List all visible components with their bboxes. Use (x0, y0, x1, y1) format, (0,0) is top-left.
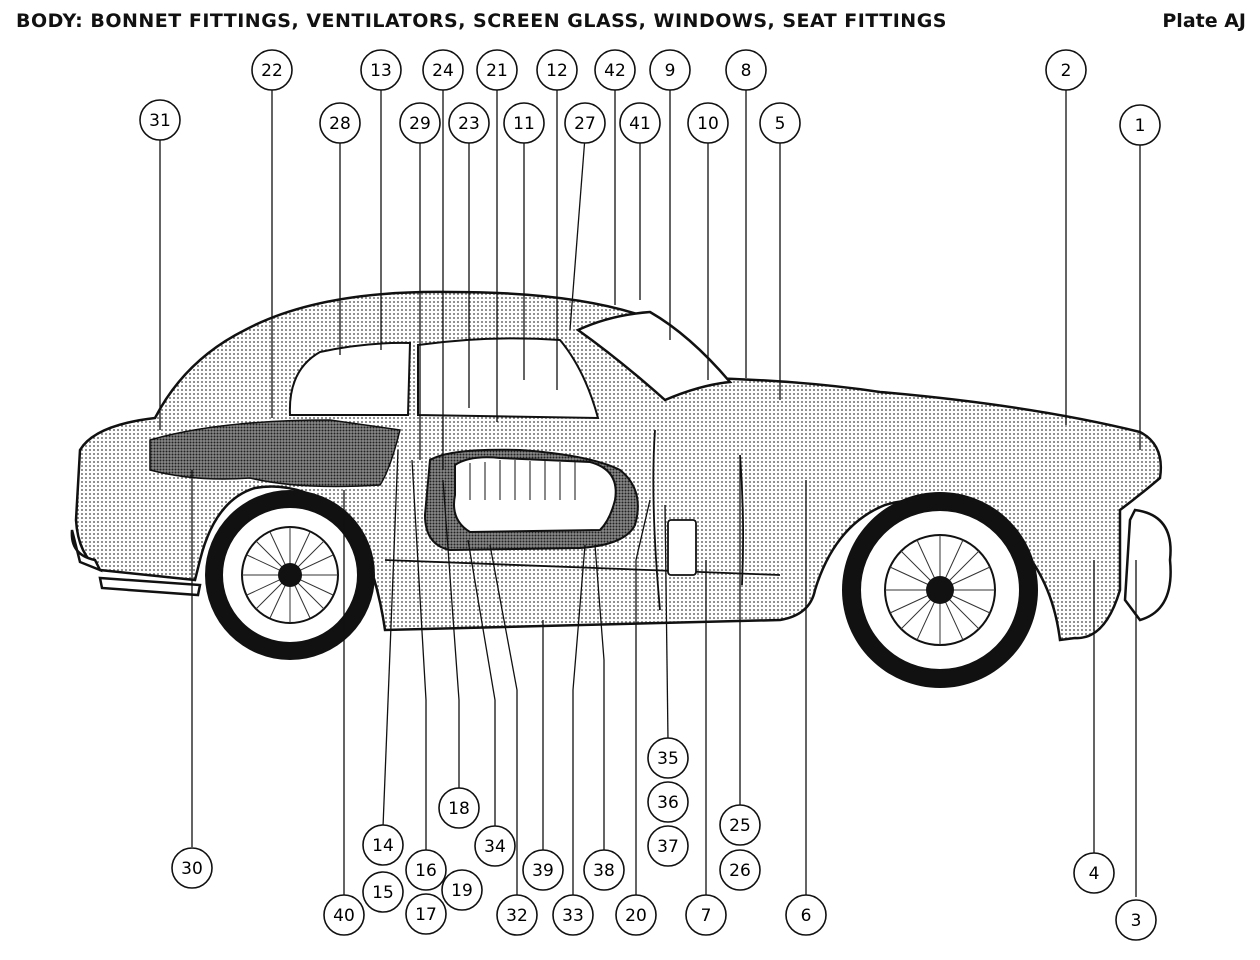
callout-label: 28 (329, 114, 351, 134)
callout-21: 21 (476, 49, 518, 91)
callout-label: 41 (629, 114, 651, 134)
callout-label: 39 (532, 861, 554, 881)
callout-label: 42 (604, 61, 626, 81)
callout-label: 11 (513, 114, 535, 134)
callout-13: 13 (360, 49, 402, 91)
callout-7: 7 (685, 894, 727, 936)
callout-35: 35 (647, 737, 689, 779)
callout-label: 35 (657, 749, 679, 769)
callout-33: 33 (552, 894, 594, 936)
callout-label: 20 (625, 906, 647, 926)
callout-9: 9 (649, 49, 691, 91)
callout-42: 42 (594, 49, 636, 91)
callout-label: 10 (697, 114, 719, 134)
callout-18: 18 (438, 787, 480, 829)
callout-label: 16 (415, 861, 437, 881)
callout-label: 14 (372, 836, 394, 856)
callout-2: 2 (1045, 49, 1087, 91)
callout-34: 34 (474, 825, 516, 867)
callout-8: 8 (725, 49, 767, 91)
leader-lines (159, 87, 1141, 897)
callout-25: 25 (719, 804, 761, 846)
callout-36: 36 (647, 781, 689, 823)
callout-label: 26 (729, 861, 751, 881)
callout-label: 9 (665, 61, 676, 81)
callout-27: 27 (564, 102, 606, 144)
callout-16: 16 (405, 849, 447, 891)
front-wheel (842, 492, 1038, 688)
callout-3: 3 (1115, 899, 1157, 941)
callout-label: 24 (432, 61, 454, 81)
callout-17: 17 (405, 893, 447, 935)
callout-label: 3 (1131, 911, 1142, 931)
callout-14: 14 (362, 824, 404, 866)
callout-32: 32 (496, 894, 538, 936)
rear-wheel (205, 490, 375, 660)
callout-28: 28 (319, 102, 361, 144)
callout-label: 6 (801, 906, 812, 926)
callout-19: 19 (441, 869, 483, 911)
callout-label: 33 (562, 906, 584, 926)
callout-26: 26 (719, 849, 761, 891)
callout-label: 34 (484, 837, 506, 857)
callout-6: 6 (785, 894, 827, 936)
callout-label: 18 (448, 799, 470, 819)
callout-4: 4 (1073, 852, 1115, 894)
seat-pleats (469, 460, 576, 500)
callout-1: 1 (1119, 104, 1161, 146)
side-windows (288, 337, 600, 420)
callout-label: 40 (333, 906, 355, 926)
callout-label: 4 (1089, 864, 1100, 884)
callout-label: 5 (775, 114, 786, 134)
callout-40: 40 (323, 894, 365, 936)
callout-41: 41 (619, 102, 661, 144)
callout-label: 25 (729, 816, 751, 836)
callout-label: 19 (451, 881, 473, 901)
callout-label: 32 (506, 906, 528, 926)
callout-11: 11 (503, 102, 545, 144)
rear-wing-shading (149, 419, 401, 488)
windscreen (575, 310, 733, 402)
page-title: BODY: BONNET FITTINGS, VENTILATORS, SCRE… (16, 10, 947, 32)
callout-38: 38 (583, 849, 625, 891)
callout-label: 13 (370, 61, 392, 81)
plate-label: Plate AJ (1162, 10, 1246, 32)
callout-24: 24 (422, 49, 464, 91)
callout-label: 23 (458, 114, 480, 134)
callout-29: 29 (399, 102, 441, 144)
callout-31: 31 (139, 99, 181, 141)
callout-label: 17 (415, 905, 437, 925)
callout-12: 12 (536, 49, 578, 91)
callout-label: 21 (486, 61, 508, 81)
seat (453, 456, 617, 534)
callout-15: 15 (362, 871, 404, 913)
callout-label: 7 (701, 906, 712, 926)
callout-39: 39 (522, 849, 564, 891)
callout-label: 27 (574, 114, 596, 134)
callout-37: 37 (647, 825, 689, 867)
callout-label: 8 (741, 61, 752, 81)
callout-label: 15 (372, 883, 394, 903)
callout-label: 38 (593, 861, 615, 881)
callout-22: 22 (251, 49, 293, 91)
callout-10: 10 (687, 102, 729, 144)
callout-label: 31 (149, 111, 171, 131)
callout-label: 12 (546, 61, 568, 81)
callout-label: 1 (1135, 116, 1146, 136)
callout-label: 36 (657, 793, 679, 813)
callout-5: 5 (759, 102, 801, 144)
callout-30: 30 (171, 847, 213, 889)
callout-23: 23 (448, 102, 490, 144)
callout-20: 20 (615, 894, 657, 936)
callout-label: 29 (409, 114, 431, 134)
callout-label: 30 (181, 859, 203, 879)
callout-label: 2 (1061, 61, 1072, 81)
callout-label: 37 (657, 837, 679, 857)
callout-label: 22 (261, 61, 283, 81)
